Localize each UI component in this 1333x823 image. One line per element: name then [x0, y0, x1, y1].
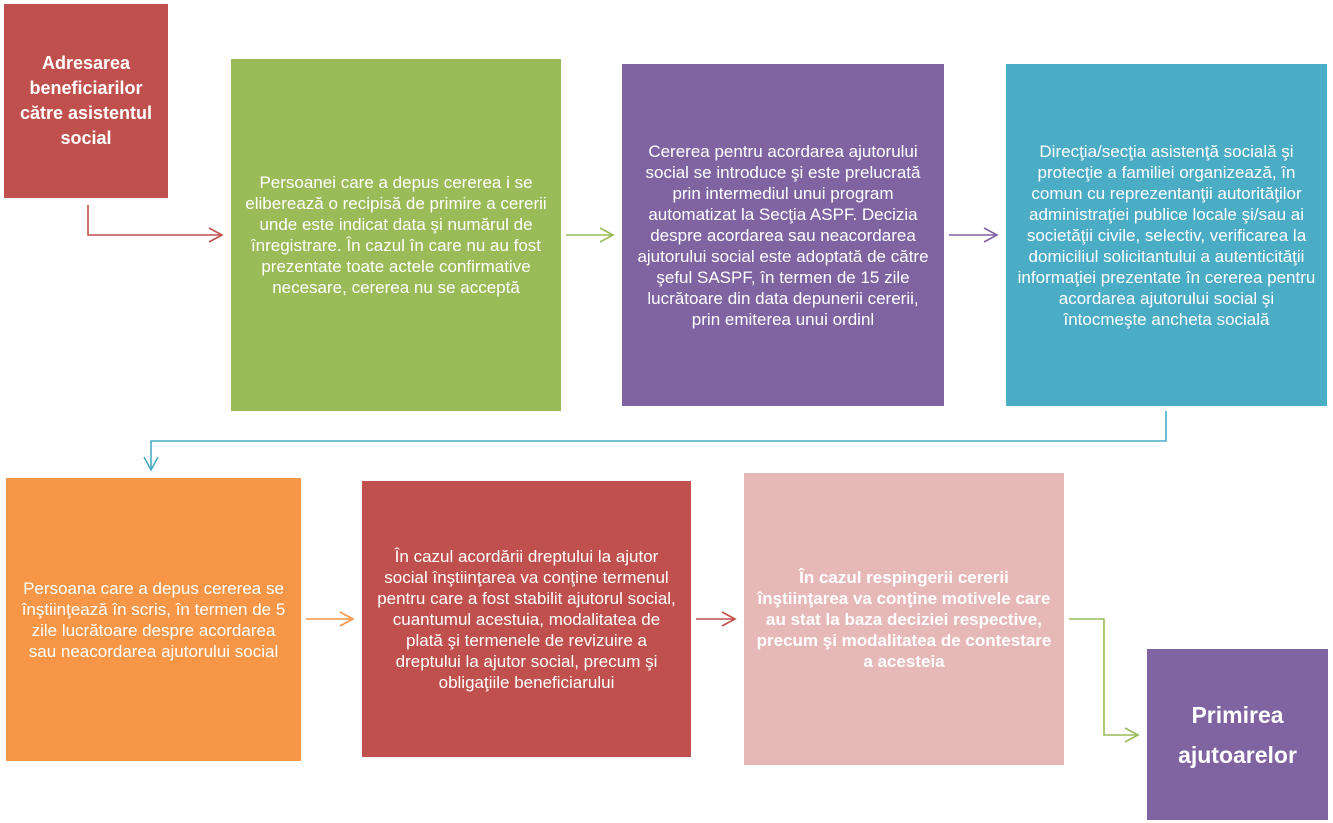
arrow-7-to-8: [1069, 618, 1137, 736]
arrow-4-to-5: [150, 411, 1167, 469]
arrowhead-7-to-8: [1124, 727, 1140, 743]
step-5-text: Persoana care a depus cererea se înştiin…: [21, 578, 286, 661]
step-7-text: În cazul respingerii cererii înştiinţare…: [756, 567, 1052, 671]
step-4-box: Direcţia/secţia asistenţă socială şi pro…: [1006, 64, 1327, 406]
step-1-text: Adresarea beneficiarilor către asistentu…: [19, 53, 153, 148]
arrowhead-2-to-3: [599, 227, 615, 243]
step-7-box: În cazul respingerii cererii înştiinţare…: [744, 473, 1064, 765]
step-8-box: Primirea ajutoarelor: [1147, 649, 1328, 820]
step-3-box: Cererea pentru acordarea ajutorului soci…: [622, 64, 944, 406]
step-6-text: În cazul acordării dreptului la ajutor s…: [377, 546, 676, 692]
step-2-text: Persoanei care a depus cererea i se elib…: [245, 173, 547, 297]
arrow-1-to-2: [87, 205, 221, 236]
arrowhead-6-to-7: [721, 611, 737, 627]
step-6-box: În cazul acordării dreptului la ajutor s…: [362, 481, 691, 757]
arrowhead-5-to-6: [339, 611, 355, 627]
arrowhead-3-to-4: [983, 227, 999, 243]
arrowhead-4-to-5: [143, 456, 159, 472]
step-8-text: Primirea ajutoarelor: [1178, 701, 1297, 768]
step-3-text: Cererea pentru acordarea ajutorului soci…: [637, 141, 929, 329]
arrowhead-1-to-2: [208, 227, 224, 243]
step-2-box: Persoanei care a depus cererea i se elib…: [231, 59, 561, 411]
step-5-box: Persoana care a depus cererea se înştiin…: [6, 478, 301, 761]
step-4-text: Direcţia/secţia asistenţă socială şi pro…: [1017, 141, 1316, 329]
step-1-box: Adresarea beneficiarilor către asistentu…: [4, 4, 168, 198]
